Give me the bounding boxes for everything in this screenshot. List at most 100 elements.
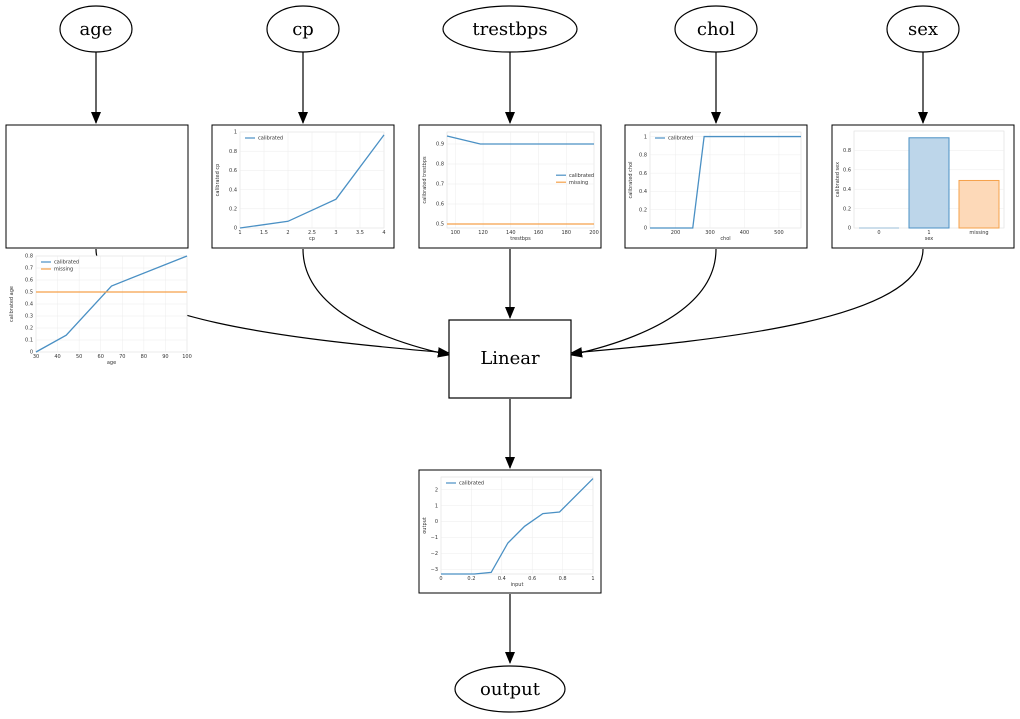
x-tick-label: 200 [589,230,599,236]
y-tick-label: −1 [431,535,438,541]
x-tick-label: missing [969,230,988,236]
input-node-chol: chol [674,5,758,53]
y-tick-label: 0.2 [229,207,237,213]
y-axis-label: calibrated chol [628,161,634,198]
y-tick-label: 0.3 [25,314,33,320]
x-tick-label: 160 [534,230,544,236]
x-tick-label: 4 [382,230,385,236]
y-axis-label: calibrated age [9,286,15,322]
x-tick-label: 100 [182,354,192,360]
x-tick-label: 70 [119,354,125,360]
input-node-age: age [59,5,133,53]
linear-node: Linear [448,319,572,399]
y-tick-label: 0.7 [25,266,33,272]
plot-area [446,131,595,229]
y-tick-label: 0.4 [229,187,237,193]
y-tick-label: 0.1 [25,338,33,344]
plot-area [440,476,594,575]
edge-cp-to-linear [302,248,450,358]
y-tick-label: 0.8 [25,254,33,260]
x-tick-label: 120 [478,230,488,236]
x-axis-label: age [107,360,116,366]
output-node: output [454,665,566,713]
y-tick-label: 1 [644,134,647,140]
y-tick-label: 0.7 [436,182,444,188]
legend-label: calibrated [459,481,484,487]
output-node-label: output [480,679,541,700]
y-tick-label: −3 [431,567,438,573]
legend-label: calibrated [668,136,693,142]
linear-node-label: Linear [480,348,540,369]
plot-area [649,131,802,229]
input-node-chol-label: chol [697,19,736,40]
input-node-trestbps-label: trestbps [472,19,547,40]
y-tick-label: 0.4 [843,187,851,193]
x-tick-label: 60 [98,354,104,360]
y-tick-label: 0.4 [639,189,647,195]
x-tick-label: 2.5 [308,230,316,236]
x-axis-label: input [511,582,524,588]
x-tick-label: 50 [76,354,82,360]
x-tick-label: 1 [238,230,241,236]
y-tick-label: −2 [431,551,438,557]
y-tick-label: 0.8 [436,162,444,168]
x-tick-label: 1 [927,230,930,236]
y-axis-label: output [422,517,428,534]
x-tick-label: 30 [33,354,39,360]
y-tick-label: 0.2 [639,207,647,213]
legend-label: calibrated [569,173,594,179]
edge-sex-to-linear [570,248,924,358]
y-tick-label: 2 [435,487,438,493]
x-tick-label: 3.5 [356,230,364,236]
bar [908,137,950,229]
x-tick-label: 500 [774,230,784,236]
x-tick-label: 1.5 [260,230,268,236]
y-tick-label: 0 [435,519,438,525]
x-tick-label: 140 [506,230,516,236]
chart-frame [5,124,189,249]
x-tick-label: 0.2 [467,576,475,582]
legend-label: calibrated [54,260,79,266]
x-axis-label: cp [309,236,315,242]
y-tick-label: 0.2 [25,326,33,332]
y-tick-label: 1 [435,503,438,509]
legend-label: calibrated [258,136,283,142]
x-axis-label: chol [720,236,730,242]
x-tick-label: 100 [451,230,461,236]
x-tick-label: 90 [162,354,168,360]
x-tick-label: 0.8 [559,576,567,582]
y-tick-label: 0.5 [25,290,33,296]
x-tick-label: 40 [54,354,60,360]
y-tick-label: 0.6 [436,202,444,208]
y-tick-label: 0.6 [639,171,647,177]
series-line-calibrated [441,478,594,575]
legend-label: missing [569,180,588,186]
y-tick-label: 0 [30,350,33,356]
y-tick-label: 0 [234,226,237,232]
x-tick-label: 1 [591,576,594,582]
x-tick-label: 2 [286,230,289,236]
y-tick-label: 1 [234,130,237,136]
input-node-sex-label: sex [908,19,938,40]
series-line-calibrated [35,255,188,353]
x-tick-label: 300 [705,230,715,236]
y-tick-label: 0 [644,226,647,232]
x-tick-label: 0 [439,576,442,582]
y-tick-label: 0.2 [843,206,851,212]
y-tick-label: 0 [848,226,851,232]
x-tick-label: 3 [334,230,337,236]
y-tick-label: 0.9 [436,142,444,148]
y-tick-label: 0.8 [639,153,647,159]
input-node-cp-label: cp [292,19,314,40]
bar [958,179,1000,229]
x-tick-label: 0 [877,230,880,236]
edge-chol-to-linear [570,248,717,358]
x-tick-label: 0.6 [528,576,536,582]
y-tick-label: 0.5 [436,222,444,228]
